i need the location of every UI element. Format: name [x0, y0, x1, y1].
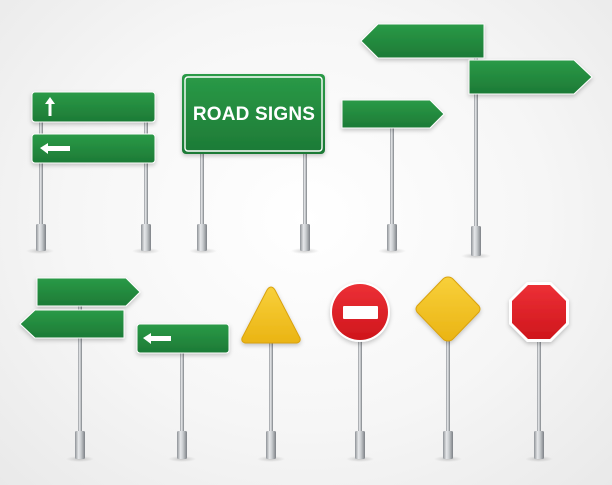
no-entry-sign-group: [330, 282, 390, 462]
pole: [446, 340, 450, 434]
stacked-arrow-sign-group: [19, 277, 141, 462]
road-signs-board-group: ROAD SIGNS: [182, 74, 325, 254]
pole: [390, 124, 394, 226]
rect-sign-small-left: [136, 323, 230, 354]
pole: [39, 118, 43, 226]
pole-base: [471, 226, 481, 256]
pole-base: [141, 224, 151, 251]
diamond-sign-group: [415, 276, 481, 462]
warning-triangle-sign: [241, 286, 301, 344]
right-arrow-sign-group: [341, 99, 445, 254]
triangle-warning-sign-group: [241, 286, 301, 462]
pole: [269, 340, 273, 434]
no-entry-sign: [330, 282, 390, 342]
small-left-sign-group: [136, 323, 230, 462]
pole-base: [355, 431, 365, 459]
arrow-sign-right: [341, 99, 445, 129]
pole: [78, 300, 82, 434]
pole-base: [534, 431, 544, 459]
arrow-sign-right-small: [36, 277, 141, 307]
pole: [144, 118, 148, 226]
pole-base: [300, 224, 310, 251]
rect-sign-up: [31, 91, 156, 123]
double-arrow-sign-group: [360, 23, 593, 259]
pole-base: [197, 224, 207, 251]
arrow-left-icon: [143, 333, 171, 344]
pole: [474, 50, 478, 228]
pole-base: [36, 224, 46, 251]
pole: [200, 150, 204, 226]
pole-base: [387, 224, 397, 251]
stop-sign-icon: [509, 282, 569, 342]
pole-base: [75, 431, 85, 459]
road-signs-board: ROAD SIGNS: [182, 74, 325, 154]
pole: [303, 150, 307, 226]
pole-base: [177, 431, 187, 459]
arrow-sign-right-top: [468, 59, 593, 95]
rect-sign-left: [31, 133, 156, 164]
stop-sign-group: [509, 282, 569, 462]
pole-base: [266, 431, 276, 459]
arrow-up-icon: [45, 97, 55, 116]
arrow-left-icon: [40, 143, 70, 154]
no-entry-icon: [343, 306, 378, 319]
pole: [537, 338, 541, 434]
arrow-sign-left-top: [360, 23, 485, 59]
arrow-sign-left-small: [19, 309, 125, 339]
pole: [358, 338, 362, 434]
board-title: ROAD SIGNS: [193, 104, 315, 125]
double-rect-sign-group: [26, 91, 160, 254]
pole: [180, 350, 184, 434]
pole-base: [443, 431, 453, 459]
diamond-warning-sign: [415, 276, 481, 342]
